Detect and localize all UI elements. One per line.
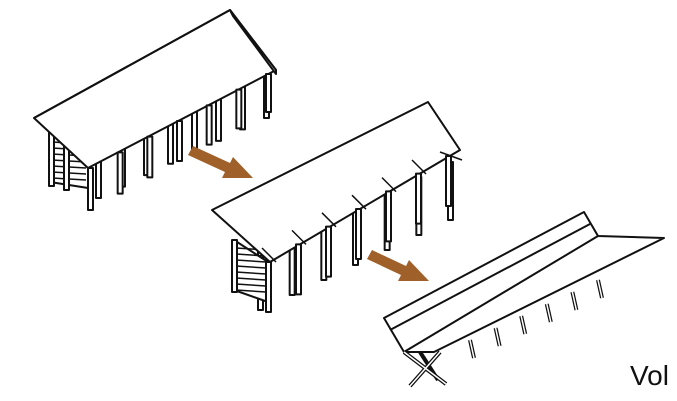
post bbox=[356, 209, 361, 259]
post bbox=[207, 105, 212, 144]
post bbox=[386, 191, 391, 241]
post bbox=[118, 152, 123, 193]
post bbox=[177, 121, 182, 161]
shed-collapsed bbox=[384, 212, 664, 386]
post bbox=[266, 262, 271, 312]
caption-text: Vol bbox=[630, 362, 669, 390]
post bbox=[446, 156, 451, 206]
post bbox=[232, 240, 237, 292]
post bbox=[236, 90, 241, 129]
post bbox=[147, 137, 152, 178]
shed-intact bbox=[34, 10, 276, 210]
post bbox=[266, 74, 271, 112]
post bbox=[88, 168, 93, 210]
post bbox=[416, 174, 421, 224]
roof-panel bbox=[212, 102, 460, 262]
arrow-right-down-icon bbox=[188, 146, 253, 178]
post bbox=[296, 244, 301, 294]
post bbox=[326, 227, 331, 277]
arrow-right-down-icon bbox=[367, 250, 429, 281]
